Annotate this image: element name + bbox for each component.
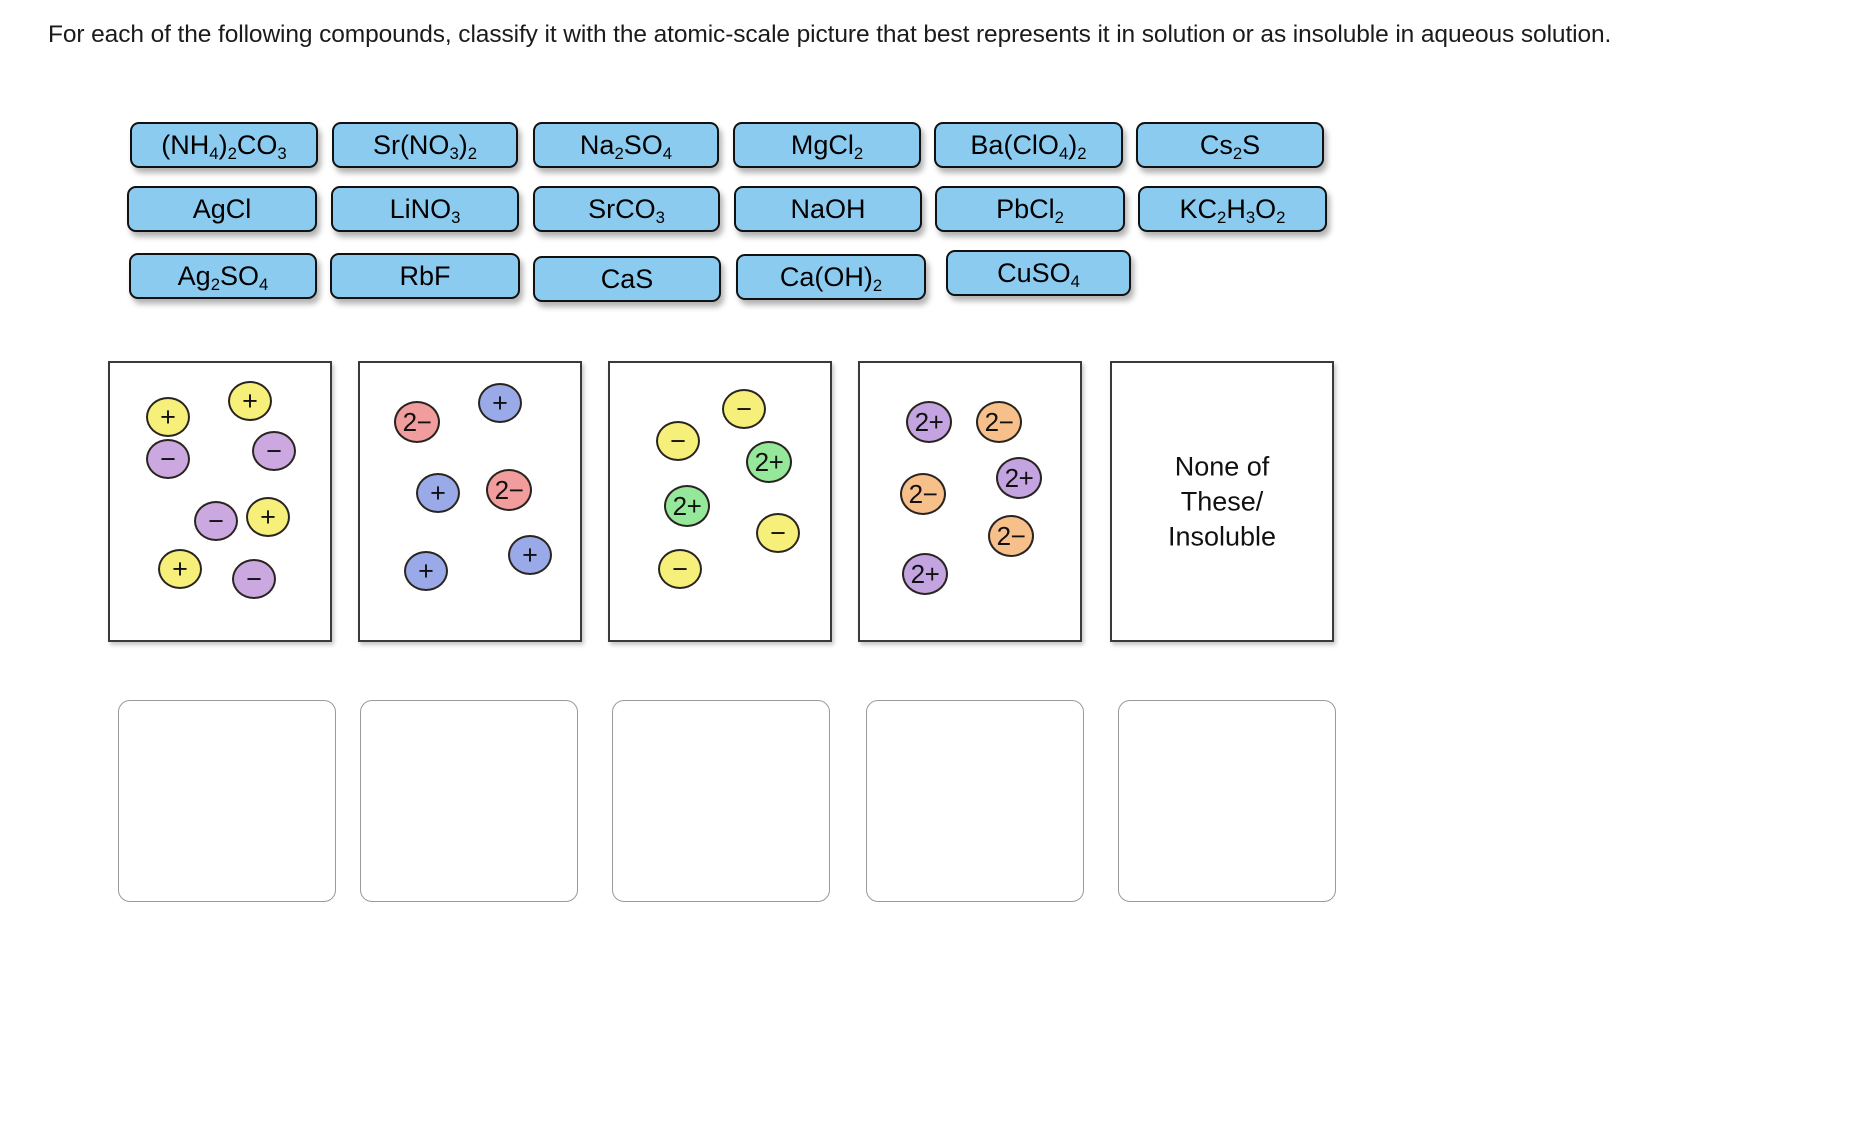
ion-minus: − [232, 559, 276, 599]
ion-2plus: 2+ [664, 485, 710, 527]
none-of-these-label: None of These/Insoluble [1112, 449, 1332, 554]
ion-2minus: 2− [394, 401, 440, 443]
ion-plus: + [246, 497, 290, 537]
drop-zone-3[interactable] [612, 700, 830, 902]
drop-zone-1[interactable] [118, 700, 336, 902]
ion-2minus: 2− [900, 473, 946, 515]
compound-formula: RbF [399, 260, 451, 291]
ion-2minus: 2− [486, 469, 532, 511]
compound-tile-copper-sulfate[interactable]: CuSO4 [946, 250, 1131, 296]
compound-tile-silver-chloride[interactable]: AgCl [127, 186, 317, 232]
ion-minus: − [252, 431, 296, 471]
ion-plus: + [228, 381, 272, 421]
compound-formula: (NH4)2CO3 [161, 129, 287, 163]
ion-2minus: 2− [988, 515, 1034, 557]
drop-zone-5[interactable] [1118, 700, 1336, 902]
picture-box-3[interactable]: −−2+2+−− [608, 361, 832, 642]
ion-2minus: 2− [976, 401, 1022, 443]
ion-plus: + [416, 473, 460, 513]
compound-tile-lead-chloride[interactable]: PbCl2 [935, 186, 1125, 232]
compound-tile-cesium-sulfide[interactable]: Cs2S [1136, 122, 1324, 168]
compound-formula: Sr(NO3)2 [372, 129, 478, 163]
page-title: For each of the following compounds, cla… [48, 21, 1612, 48]
ion-minus: − [146, 439, 190, 479]
compound-formula: Ca(OH)2 [779, 261, 883, 295]
compound-tile-calcium-hydroxide[interactable]: Ca(OH)2 [736, 254, 926, 300]
compound-tile-sodium-sulfate[interactable]: Na2SO4 [533, 122, 719, 168]
compound-formula: CaS [600, 263, 654, 294]
ion-minus: − [658, 549, 702, 589]
picture-box-none[interactable]: None of These/Insoluble [1110, 361, 1334, 642]
compound-formula: MgCl2 [790, 129, 864, 163]
compound-tile-silver-sulfate[interactable]: Ag2SO4 [129, 253, 317, 299]
compound-formula: Ba(ClO4)2 [970, 129, 1087, 163]
compound-tile-calcium-sulfide[interactable]: CaS [533, 256, 721, 302]
drop-zone-4[interactable] [866, 700, 1084, 902]
compound-formula: AgCl [192, 193, 252, 224]
compound-tile-barium-perchlorate[interactable]: Ba(ClO4)2 [934, 122, 1123, 168]
compound-formula: Cs2S [1199, 129, 1261, 163]
compound-formula: KC2H3O2 [1179, 193, 1286, 227]
compound-tile-potassium-acetate[interactable]: KC2H3O2 [1138, 186, 1327, 232]
ion-2plus: 2+ [996, 457, 1042, 499]
compound-formula: Ag2SO4 [177, 260, 269, 294]
compound-formula: CuSO4 [997, 257, 1080, 291]
ion-minus: − [194, 501, 238, 541]
compound-formula: PbCl2 [996, 193, 1064, 227]
none-of-these-line: None of [1174, 451, 1270, 481]
ion-2plus: 2+ [746, 441, 792, 483]
compound-formula: NaOH [790, 193, 866, 224]
compound-formula: SrCO3 [588, 193, 665, 227]
ion-plus: + [158, 549, 202, 589]
ion-plus: + [478, 383, 522, 423]
compound-tile-magnesium-chloride[interactable]: MgCl2 [733, 122, 921, 168]
compound-tile-lithium-nitrate[interactable]: LiNO3 [331, 186, 519, 232]
compound-tile-ammonium-carbonate[interactable]: (NH4)2CO3 [130, 122, 318, 168]
ion-2plus: 2+ [906, 401, 952, 443]
compound-tile-strontium-nitrate[interactable]: Sr(NO3)2 [332, 122, 518, 168]
ion-minus: − [722, 389, 766, 429]
compound-tile-sodium-hydroxide[interactable]: NaOH [734, 186, 922, 232]
ion-2plus: 2+ [902, 553, 948, 595]
none-of-these-line: These/ [1180, 486, 1264, 516]
drop-zone-2[interactable] [360, 700, 578, 902]
compound-formula: Na2SO4 [579, 129, 673, 163]
ion-minus: − [656, 421, 700, 461]
ion-minus: − [756, 513, 800, 553]
ion-plus: + [404, 551, 448, 591]
compound-tile-strontium-carbonate[interactable]: SrCO3 [533, 186, 720, 232]
none-of-these-line: Insoluble [1167, 521, 1277, 551]
compound-tile-rubidium-fluoride[interactable]: RbF [330, 253, 520, 299]
picture-box-1[interactable]: ++−−−++− [108, 361, 332, 642]
picture-box-2[interactable]: 2− + +2− + + [358, 361, 582, 642]
ion-plus: + [146, 397, 190, 437]
compound-formula: LiNO3 [389, 193, 461, 227]
picture-box-4[interactable]: 2+ 2− 2+ 2− 2− 2+ [858, 361, 1082, 642]
ion-plus: + [508, 535, 552, 575]
